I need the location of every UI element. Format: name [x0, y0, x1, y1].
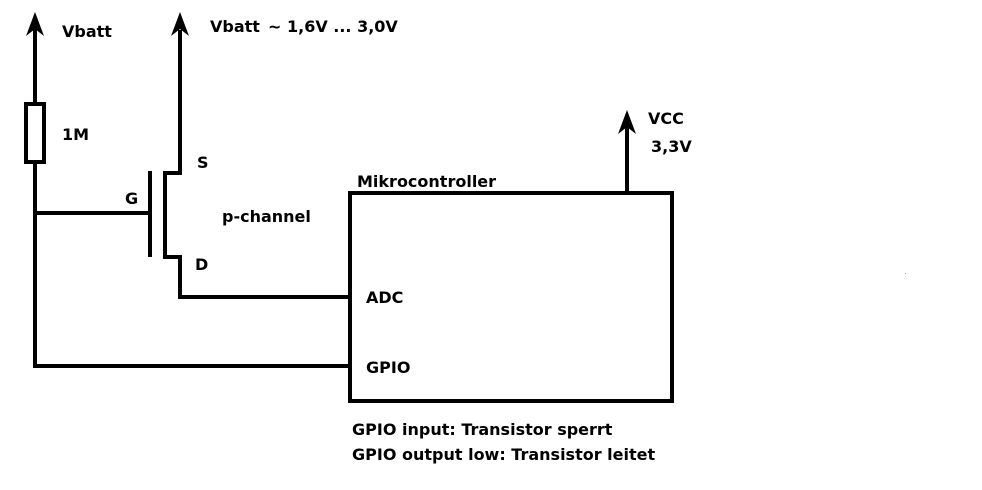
mosfet-drain — [163, 255, 352, 299]
drain-label: D — [195, 255, 208, 274]
source-label: S — [197, 153, 209, 172]
vcc-value-label: 3,3V — [651, 137, 692, 156]
vbatt-right-arrow-icon — [171, 12, 189, 36]
vbatt-left-arrow-icon — [26, 12, 44, 36]
mcu-title-label: Mikrocontroller — [357, 172, 496, 191]
vcc-arrow-icon — [618, 110, 636, 134]
transistor-type-label: p-channel — [222, 207, 311, 226]
resistor-1m — [24, 102, 46, 164]
vbatt-left-label: Vbatt — [62, 22, 112, 41]
vcc-label: VCC — [648, 109, 684, 128]
adc-pin-label: ADC — [366, 288, 403, 307]
resistor-value-label: 1M — [62, 125, 89, 144]
vcc-rail — [618, 110, 636, 195]
stray-dot — [905, 273, 906, 274]
mosfet-source — [163, 12, 189, 175]
microcontroller-box — [348, 191, 674, 403]
note-gpio-output-low: GPIO output low: Transistor leitet — [352, 445, 655, 464]
gpio-pin-label: GPIO — [366, 358, 410, 377]
vbatt-left-rail — [26, 12, 44, 106]
vbatt-range-label: ~ 1,6V ... 3,0V — [268, 17, 398, 36]
vbatt-right-label: Vbatt — [210, 17, 260, 36]
note-gpio-input: GPIO input: Transistor sperrt — [352, 420, 613, 439]
gate-label: G — [125, 189, 138, 208]
